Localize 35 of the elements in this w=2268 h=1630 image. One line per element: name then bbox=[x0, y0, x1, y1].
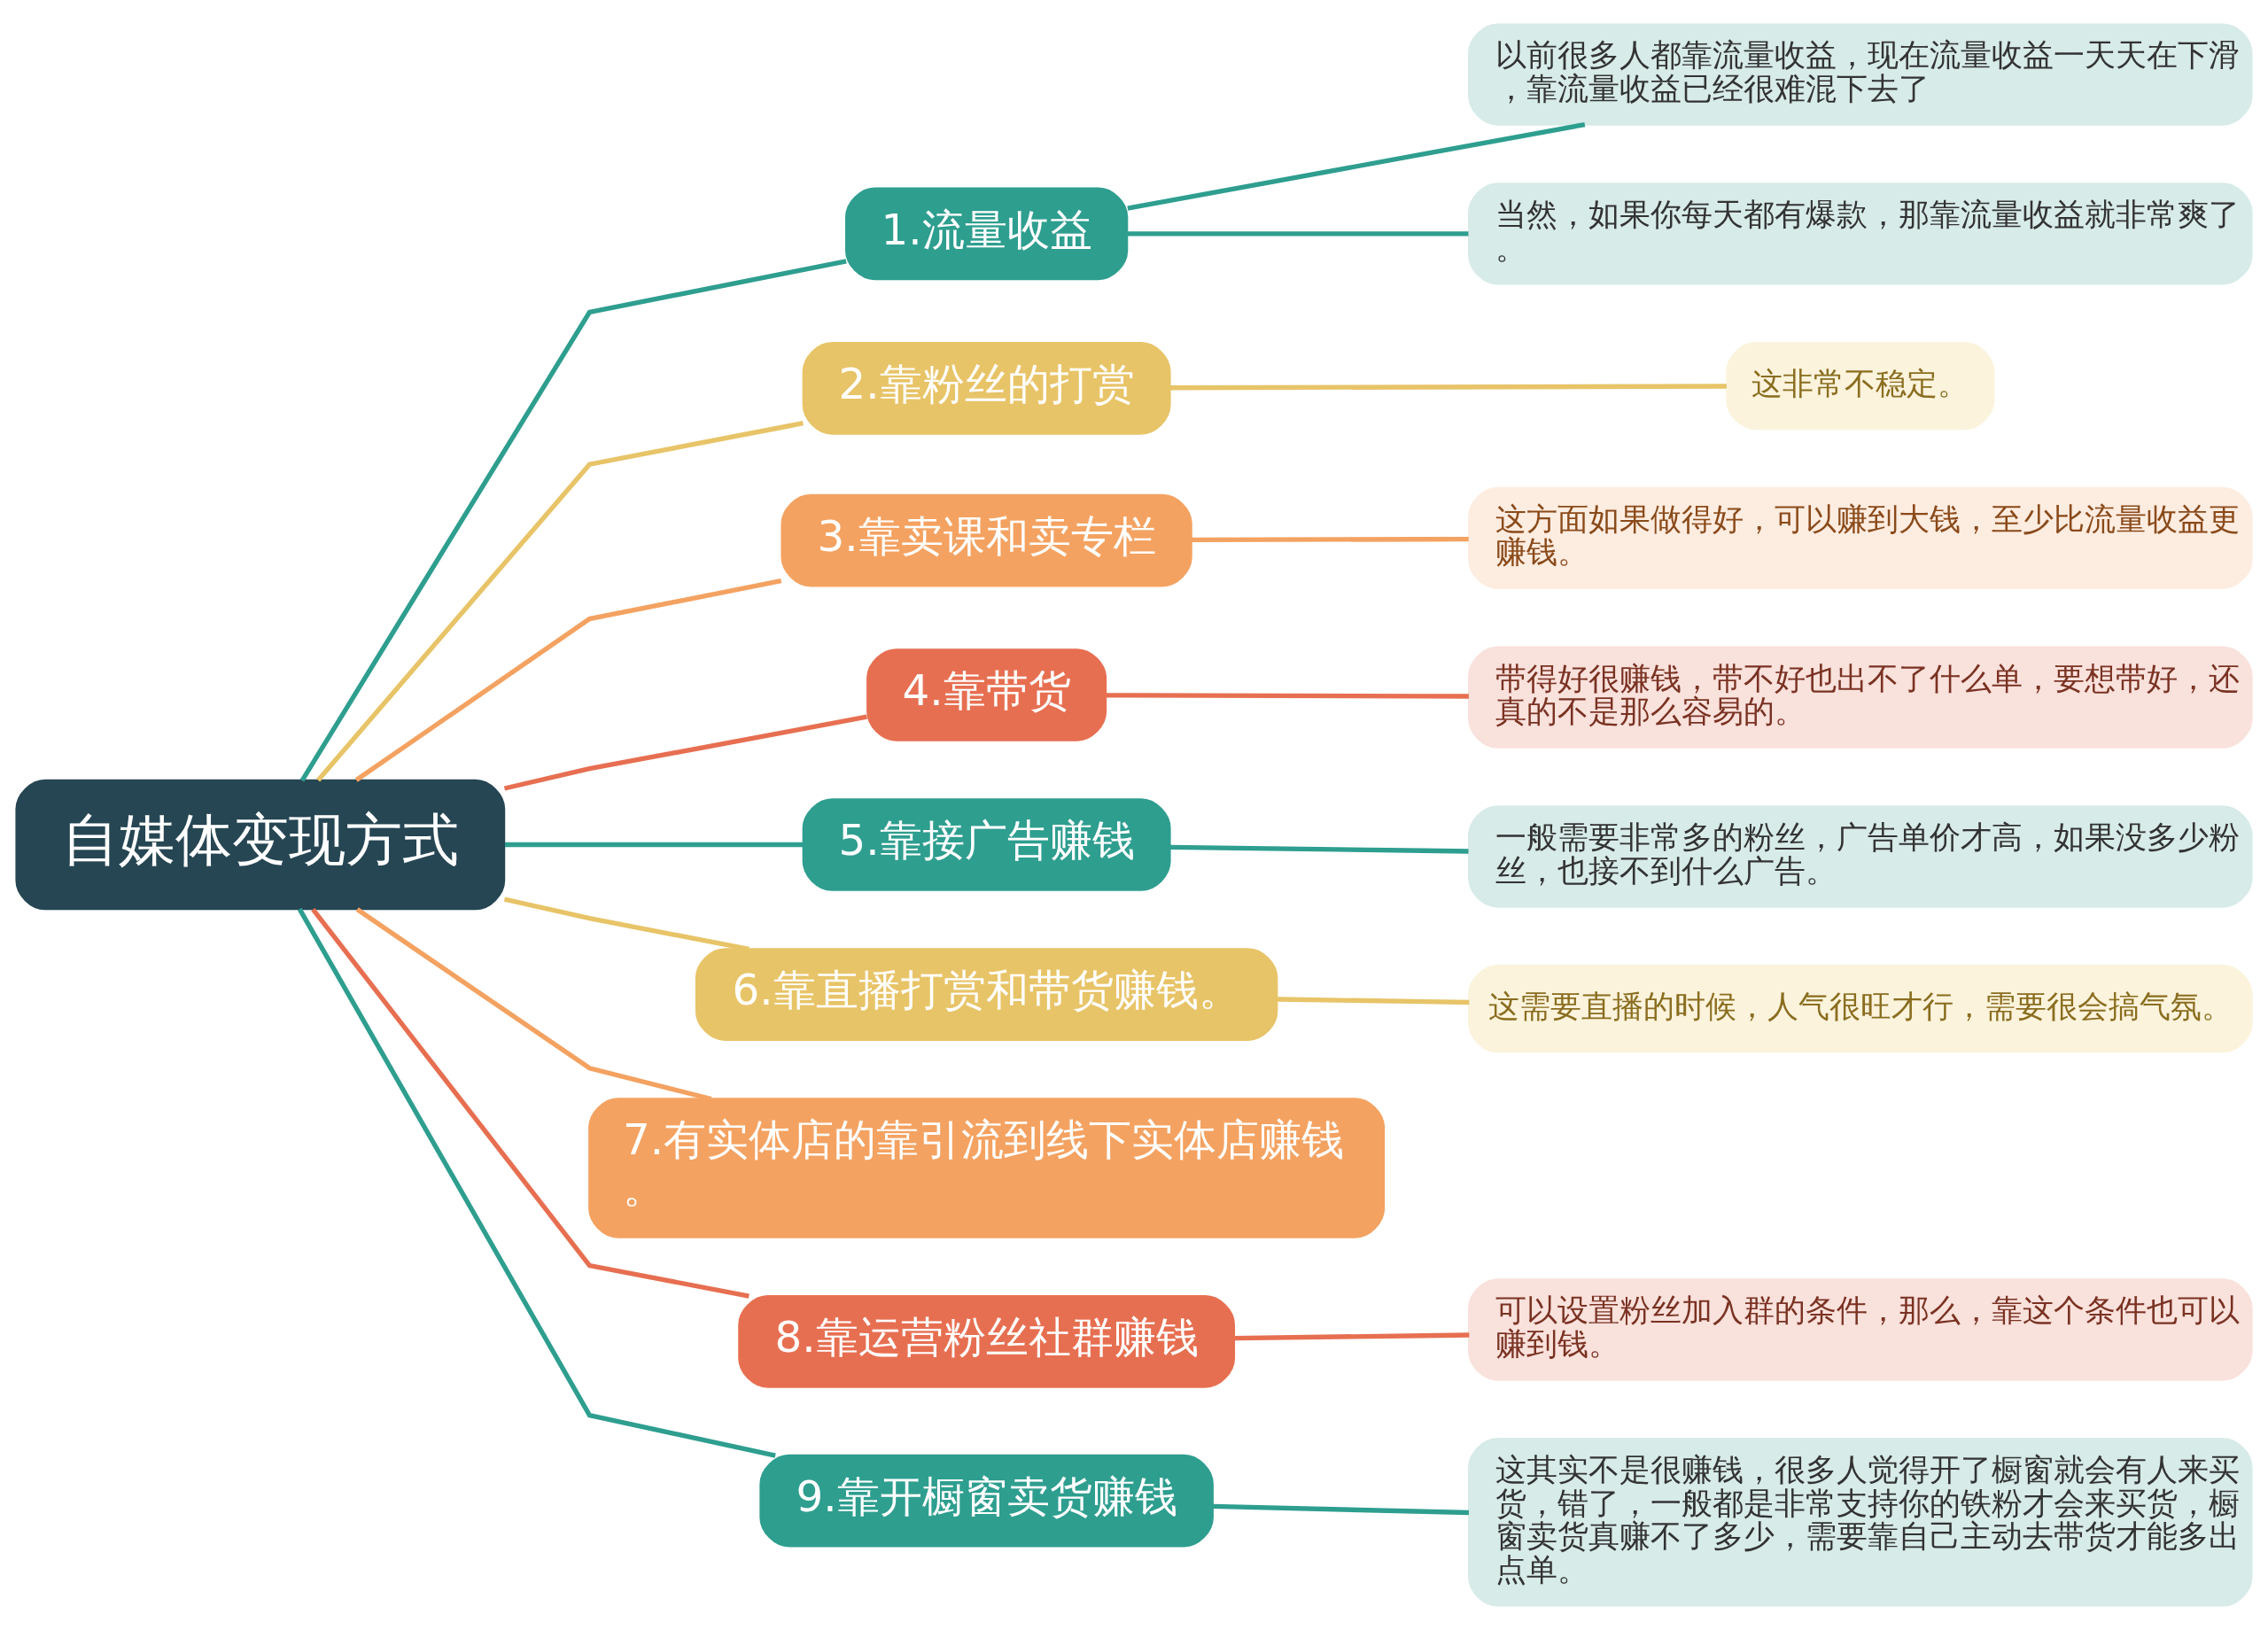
node-box: 这方面如果做得好，可以赚到大钱，至少比流量收益更赚钱。 bbox=[1468, 486, 2253, 590]
connector bbox=[297, 907, 776, 1458]
connector bbox=[1192, 536, 1469, 543]
node-box: 一般需要非常多的粉丝，广告单价才高，如果没多少粉丝，也接不到什么广告。 bbox=[1468, 805, 2253, 908]
node-box: 带得好很赚钱，带不好也出不了什么单，要想带好，还真的不是那么容易的。 bbox=[1468, 646, 2253, 749]
connector bbox=[311, 908, 750, 1299]
connector bbox=[1106, 693, 1469, 699]
node-box: 这其实不是很赚钱，很多人觉得开了橱窗就会有人来买货，错了，一般都是非常支持你的铁粉才会来买货，橱窗卖货真赚不了多少，需要靠自己主动去带货才能多出点单。 bbox=[1468, 1438, 2253, 1607]
connector bbox=[354, 578, 782, 782]
node-box: 自媒体变现方式 bbox=[15, 779, 506, 911]
node-box: 5.靠接广告赚钱 bbox=[802, 798, 1171, 891]
node-box: 可以设置粉丝加入群的条件，那么，靠这个条件也可以赚到钱。 bbox=[1468, 1278, 2253, 1381]
node-box: 这非常不稳定。 bbox=[1726, 342, 1995, 431]
connector bbox=[1212, 1503, 1470, 1516]
node-box: 6.靠直播打赏和带货赚钱。 bbox=[695, 948, 1278, 1041]
connector bbox=[1127, 121, 1586, 211]
node-box: 4.靠带货 bbox=[866, 648, 1107, 741]
connector bbox=[316, 421, 804, 782]
connector bbox=[504, 842, 804, 848]
node-box: 当然，如果你每天都有爆款，那靠流量收益就非常爽了。 bbox=[1468, 182, 2253, 285]
node-box: 3.靠卖课和卖专栏 bbox=[781, 493, 1192, 587]
node-box: 以前很多人都靠流量收益，现在流量收益一天天在下滑，靠流量收益已经很难混下去了 bbox=[1468, 23, 2253, 126]
node-box: 2.靠粉丝的打赏 bbox=[802, 342, 1171, 435]
connector bbox=[503, 714, 867, 791]
connector bbox=[1169, 844, 1469, 854]
connector bbox=[299, 259, 847, 782]
connector bbox=[1169, 384, 1727, 391]
node-box: 9.靠开橱窗卖货赚钱 bbox=[759, 1454, 1214, 1548]
connector bbox=[1127, 231, 1469, 237]
node-box: 8.靠运营粉丝社群赚钱 bbox=[738, 1295, 1236, 1388]
connector bbox=[1277, 997, 1470, 1005]
connector bbox=[1234, 1332, 1470, 1341]
node-box: 1.流量收益 bbox=[844, 187, 1129, 281]
node-box: 7.有实体店的靠引流到线下实体店赚钱。 bbox=[588, 1098, 1386, 1238]
node-box: 这需要直播的时候，人气很旺才行，需要很会搞气氛。 bbox=[1468, 965, 2253, 1053]
